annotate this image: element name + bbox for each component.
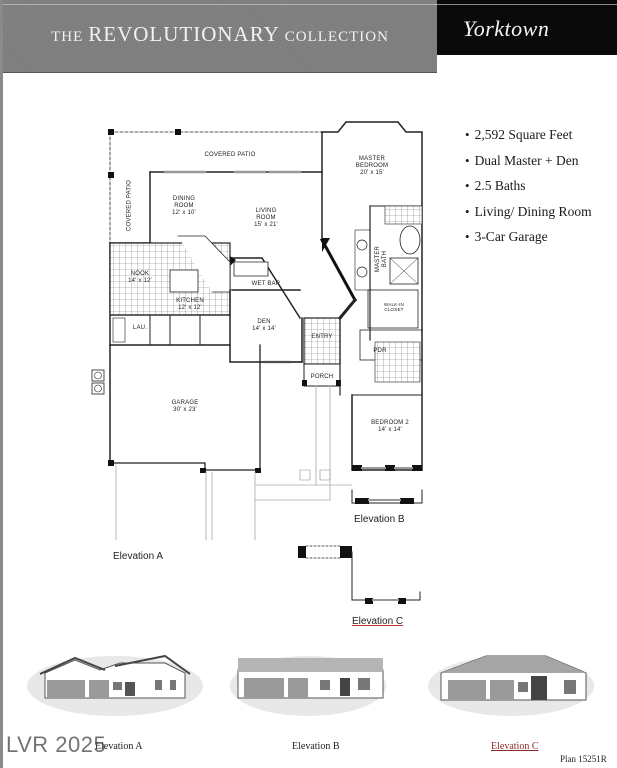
house-c-icon <box>428 655 594 716</box>
feature-item: Dual Master + Den <box>465 152 592 178</box>
room-kitchen: KITCHEN 12' x 12' <box>176 298 204 311</box>
model-name: Yorktown <box>463 16 550 41</box>
elevation-b-label: Elevation B <box>354 514 405 525</box>
model-banner: Yorktown <box>437 0 617 55</box>
room-walkin-closet: WALK-IN CLOSET <box>384 302 404 312</box>
feature-item: 2.5 Baths <box>465 177 592 203</box>
title-suffix: COLLECTION <box>284 29 389 45</box>
room-laundry: LAU. <box>132 325 148 331</box>
room-entry: ENTRY <box>311 334 333 340</box>
feature-list: 2,592 Square Feet Dual Master + Den 2.5 … <box>465 126 592 254</box>
room-covered-patio-side: COVERED PATIO <box>126 179 133 232</box>
room-porch: PORCH <box>310 374 334 380</box>
elevation-b-rendering <box>228 648 388 718</box>
room-powder: PDR <box>373 348 387 354</box>
feature-item: 3-Car Garage <box>465 228 592 254</box>
title-prefix: THE <box>51 29 84 45</box>
house-b-icon <box>230 656 386 716</box>
title-collection-name: REVOLUTIONARY <box>88 22 280 46</box>
room-den: DEN 14' x 14' <box>252 319 276 332</box>
banner-rule <box>3 4 437 5</box>
room-dining: DINING ROOM 12' x 10' <box>172 196 196 216</box>
floor-plan-drawing <box>91 121 423 604</box>
floor-plan: COVERED PATIO COVERED PATIO DINING ROOM … <box>91 121 423 627</box>
elevation-c-rendering <box>426 648 596 718</box>
room-wet-bar: WET BAR <box>251 281 281 287</box>
room-master-bath: MASTER BATH <box>375 245 388 273</box>
elevation-b-caption: Elevation B <box>292 741 340 752</box>
room-covered-patio: COVERED PATIO <box>204 152 256 158</box>
room-living: LIVING ROOM 15' x 21' <box>254 208 278 228</box>
room-master-bedroom: MASTER BEDROOM 20' x 15' <box>355 156 389 176</box>
elevation-a-rendering <box>25 648 205 718</box>
room-garage: GARAGE 30' x 23' <box>171 400 199 413</box>
room-nook: NOOK 14' x 12' <box>128 271 152 284</box>
elevation-c-caption: Elevation C <box>491 741 539 752</box>
elevation-a-caption: Elevation A <box>95 741 143 752</box>
elevation-a-label: Elevation A <box>113 551 164 562</box>
model-banner-rule <box>437 4 617 5</box>
collection-banner: THE REVOLUTIONARY COLLECTION <box>3 0 437 73</box>
plan-number: Plan 15251R <box>560 754 607 764</box>
feature-item: Living/ Dining Room <box>465 203 592 229</box>
house-a-icon <box>27 654 203 716</box>
feature-item: 2,592 Square Feet <box>465 126 592 152</box>
watermark: LVR 2025 <box>6 732 107 757</box>
page-border <box>0 0 3 768</box>
collection-title: THE REVOLUTIONARY COLLECTION <box>3 22 437 47</box>
room-bedroom2: BEDROOM 2 14' x 14' <box>371 420 409 433</box>
elevation-c-label: Elevation C <box>352 616 404 627</box>
